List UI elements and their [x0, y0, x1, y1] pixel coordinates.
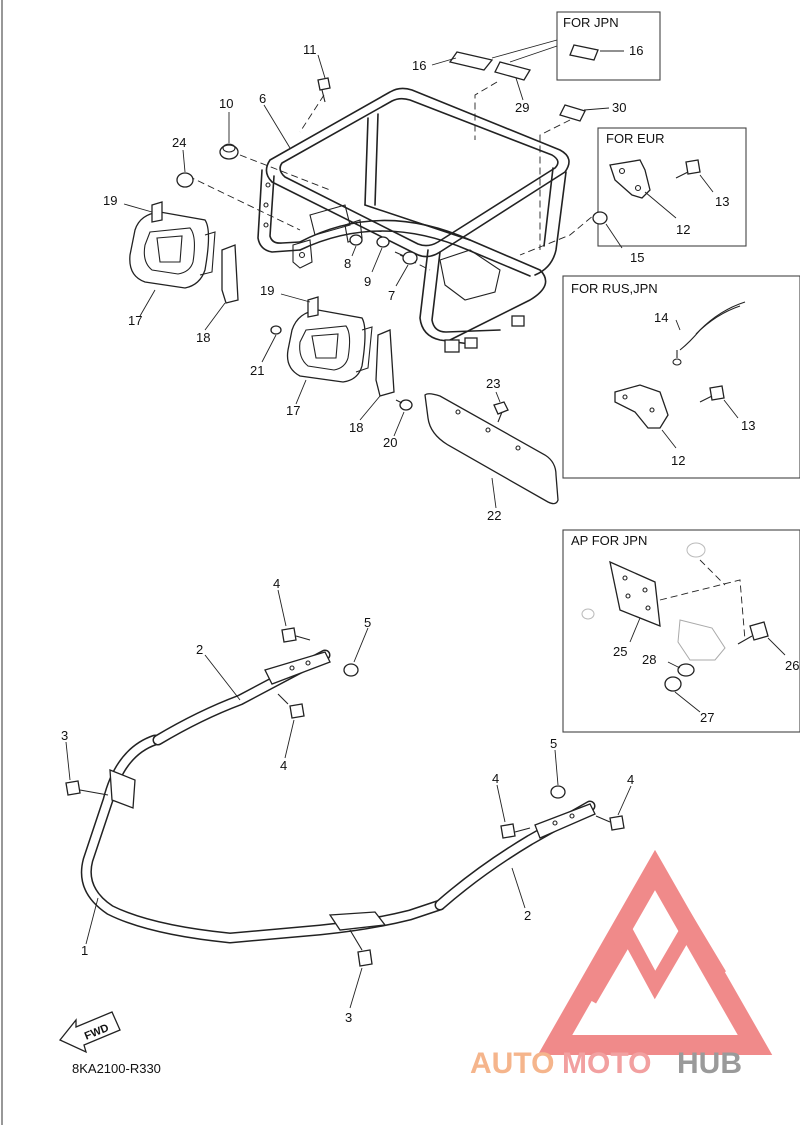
- ap-bolt-26: [737, 621, 769, 645]
- part-18-stay-right: [375, 329, 395, 397]
- callout-21: 21: [250, 363, 264, 378]
- part-4-bolt-d: [595, 815, 625, 831]
- callout-20: 20: [383, 435, 397, 450]
- watermark-triangle: [537, 849, 773, 1055]
- callout-4-c: 4: [492, 771, 499, 786]
- callout-12-eur: 12: [676, 222, 690, 237]
- inset-for-jpn-title: FOR JPN: [563, 15, 619, 30]
- part-22-plate: [424, 393, 559, 505]
- inset-for-rus-jpn: FOR RUS,JPN: [562, 275, 800, 479]
- callout-18-left: 18: [196, 330, 210, 345]
- part-4-bolt-b: [277, 693, 305, 719]
- callout-4-d: 4: [627, 772, 634, 787]
- inset-ap-for-jpn-title: AP FOR JPN: [571, 533, 647, 548]
- callout-6: 6: [259, 91, 266, 106]
- part-11-bolt: [317, 77, 331, 103]
- callout-14: 14: [654, 310, 668, 325]
- inset-for-jpn: FOR JPN 16: [556, 11, 661, 81]
- part-8-washer: [349, 234, 363, 246]
- carrier-basket: [257, 87, 570, 353]
- part-16-label: [448, 51, 494, 71]
- callout-23: 23: [486, 376, 500, 391]
- watermark-text-moto: MOTO: [562, 1047, 651, 1080]
- part-17-guard-right: [286, 309, 373, 383]
- diagram-code: 8KA2100-R330: [72, 1061, 161, 1076]
- eur-bolt-13: [675, 159, 701, 179]
- rus-bolt-13: [699, 385, 725, 403]
- callout-1: 1: [81, 943, 88, 958]
- part-3-bolt-a: [65, 780, 109, 796]
- callout-28: 28: [642, 652, 656, 667]
- callout-13-eur: 13: [715, 194, 729, 209]
- callout-2-lower: 2: [524, 908, 531, 923]
- callout-2-upper: 2: [196, 642, 203, 657]
- part-29-label: [494, 61, 532, 81]
- callout-29: 29: [515, 100, 529, 115]
- part-2-stay-lower: [434, 800, 596, 911]
- callout-17-left: 17: [128, 313, 142, 328]
- inset-for-eur-title: FOR EUR: [606, 131, 665, 146]
- callout-25: 25: [613, 644, 627, 659]
- callout-22: 22: [487, 508, 501, 523]
- part-23-rivet: [493, 401, 509, 423]
- callout-26: 26: [785, 658, 799, 673]
- callout-5-b: 5: [550, 736, 557, 751]
- callout-30: 30: [612, 100, 626, 115]
- part-30-label: [559, 104, 586, 122]
- watermark-text-auto: AUTO: [470, 1047, 554, 1080]
- callout-3-b: 3: [345, 1010, 352, 1025]
- callout-8: 8: [344, 256, 351, 271]
- watermark-logo: [537, 849, 773, 1055]
- part-19-bracket-left: [151, 201, 163, 223]
- part-17-guard-left: [129, 211, 216, 289]
- callout-16: 16: [412, 58, 426, 73]
- callout-15: 15: [630, 250, 644, 265]
- part-9-washer: [376, 236, 390, 248]
- inset-for-rus-jpn-title: FOR RUS,JPN: [571, 281, 658, 296]
- part-4-bolt-a: [281, 627, 311, 643]
- callout-7: 7: [388, 288, 395, 303]
- callout-19-right: 19: [260, 283, 274, 298]
- part-19-bracket-right: [307, 296, 319, 318]
- callout-13-rus: 13: [741, 418, 755, 433]
- part-2-stay-upper: [152, 649, 331, 746]
- callout-4-a: 4: [273, 576, 280, 591]
- part-4-bolt-c: [500, 823, 531, 839]
- part-15-nut: [592, 211, 608, 225]
- callout-11: 11: [303, 42, 317, 57]
- callout-27: 27: [700, 710, 714, 725]
- callout-17-right: 17: [286, 403, 300, 418]
- callout-16-jpn: 16: [629, 43, 643, 58]
- callout-4-b: 4: [280, 758, 287, 773]
- inset-for-eur: FOR EUR: [597, 127, 747, 247]
- callout-24: 24: [172, 135, 186, 150]
- callout-leaders: [65, 54, 632, 1009]
- part-10-grommet: [219, 143, 239, 160]
- callout-18-right: 18: [349, 420, 363, 435]
- callout-10: 10: [219, 96, 233, 111]
- callout-5-a: 5: [364, 615, 371, 630]
- part-21-nut: [270, 325, 282, 335]
- callout-19-left: 19: [103, 193, 117, 208]
- part-7-bolt: [394, 251, 418, 265]
- part-3-bolt-b: [349, 929, 373, 967]
- watermark-m-shape: [583, 911, 727, 1004]
- callout-12-rus: 12: [671, 453, 685, 468]
- part-5-nut-a: [343, 663, 359, 677]
- part-24-grommet: [176, 172, 194, 188]
- part-20-bolt: [395, 399, 413, 411]
- watermark-text-hub: HUB: [677, 1047, 742, 1080]
- callout-9: 9: [364, 274, 371, 289]
- part-1-bumper: [80, 734, 446, 944]
- part-5-nut-b: [550, 785, 566, 799]
- fwd-arrow-icon: [58, 1011, 121, 1054]
- callout-3-a: 3: [61, 728, 68, 743]
- inset-ap-for-jpn: AP FOR JPN: [562, 529, 800, 733]
- part-18-stay-left: [221, 244, 239, 304]
